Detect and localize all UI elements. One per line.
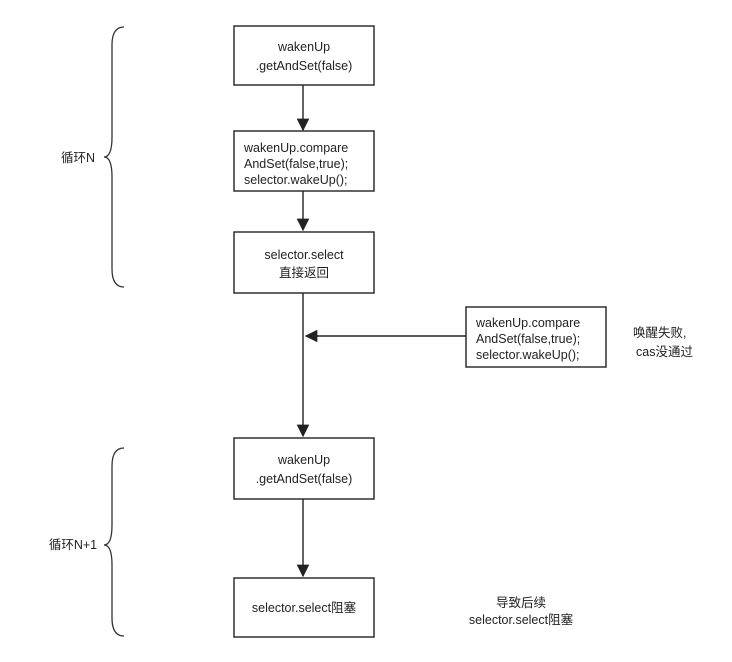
loop-n-brace <box>103 26 125 288</box>
block-note-line-2: selector.select阻塞 <box>469 612 574 627</box>
node-get-and-set-1-line-1: wakenUp <box>277 40 330 54</box>
node-get-and-set-1: wakenUp .getAndSet(false) <box>233 25 375 86</box>
block-note-line-1: 导致后续 <box>496 596 546 610</box>
wake-fail-note-line-2: cas没通过 <box>636 344 693 359</box>
loop-n1-brace <box>103 447 125 637</box>
node-compare-and-set-2-line-3: selector.wakeUp(); <box>476 348 580 362</box>
node-compare-and-set-2: wakenUp.compare AndSet(false,true); sele… <box>465 306 607 368</box>
node-compare-and-set-1: wakenUp.compare AndSet(false,true); sele… <box>233 130 375 192</box>
node-select-blocked-line-1: selector.select阻塞 <box>252 600 357 615</box>
node-get-and-set-2: wakenUp .getAndSet(false) <box>233 437 375 500</box>
wake-fail-note-line-1: 唤醒失败, <box>633 325 686 340</box>
node-compare-and-set-1-line-3: selector.wakeUp(); <box>244 173 348 187</box>
node-compare-and-set-1-line-1: wakenUp.compare <box>243 141 348 155</box>
node-select-return-line-1: selector.select <box>264 248 344 262</box>
node-select-blocked: selector.select阻塞 <box>233 577 375 638</box>
node-get-and-set-2-line-1: wakenUp <box>277 453 330 467</box>
node-compare-and-set-2-line-2: AndSet(false,true); <box>476 332 580 346</box>
node-get-and-set-1-line-2: .getAndSet(false) <box>256 59 353 73</box>
node-select-return-line-2: 直接返回 <box>279 265 329 280</box>
node-compare-and-set-2-line-1: wakenUp.compare <box>475 316 580 330</box>
node-select-return: selector.select 直接返回 <box>233 231 375 294</box>
node-get-and-set-2-line-2: .getAndSet(false) <box>256 472 353 486</box>
node-compare-and-set-1-line-2: AndSet(false,true); <box>244 157 348 171</box>
loop-n1-label: 循环N+1 <box>49 538 97 552</box>
loop-n-label: 循环N <box>61 151 95 165</box>
